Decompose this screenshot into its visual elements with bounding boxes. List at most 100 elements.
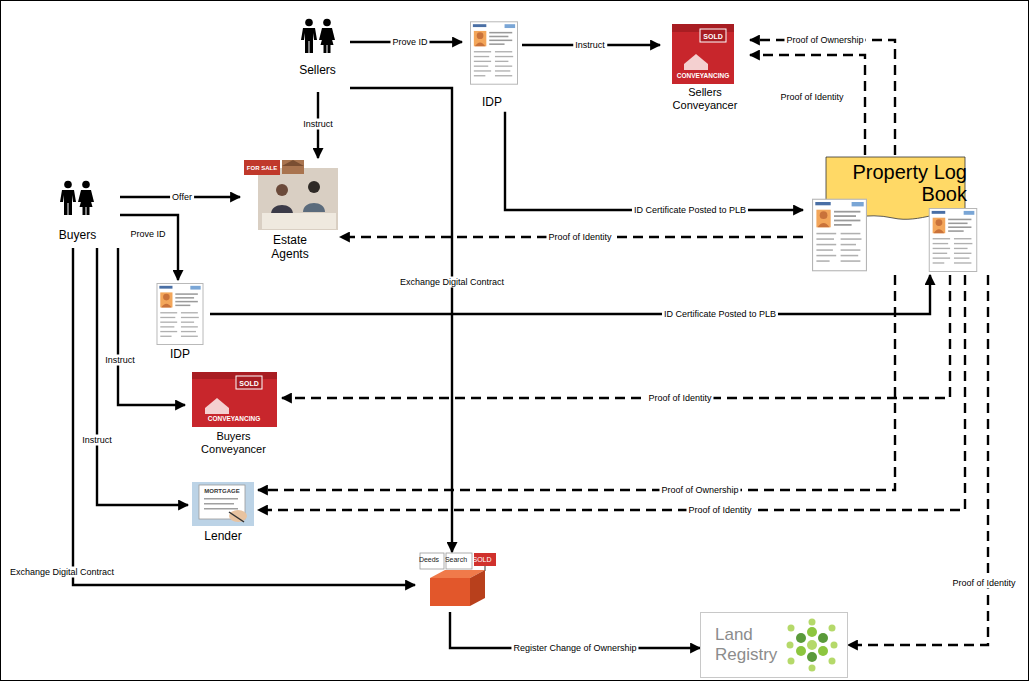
connector-label: Instruct [573,40,607,51]
house-deeds-icon [470,570,485,606]
land-registry-logo [796,646,806,656]
estate-agent-picture [244,160,280,175]
flow-arrow [118,248,185,405]
sign-text: FOR SALE [247,165,277,171]
connector-label: ID Certificate Posted to PLB [632,205,748,216]
connector-label: Proof of Ownership [659,485,740,496]
picture-text: CONVEYANCING [208,416,261,423]
node-label: Sellers [299,64,336,78]
conveyancing-picture [205,398,229,414]
node-label: Lender [204,530,241,544]
property-log-book-shape [929,208,977,271]
proof-arrow [282,275,950,398]
conveyancing-picture [684,54,708,70]
land-registry-logo [807,627,817,637]
mortgage-picture [229,512,244,522]
conveyancing-picture [236,376,262,389]
people-icon [60,181,94,215]
flow-arrow [450,612,700,648]
estate-agent-picture [282,160,304,174]
icon-caption: Search [443,556,469,564]
flow-arrow [120,196,240,198]
connector-label: Instruct [103,355,137,366]
land-registry-logo [796,633,806,643]
land-registry-logo [818,646,828,656]
connector-label: Proof of Identity [686,505,753,516]
land-registry-logo [787,642,794,649]
flow-arrow [522,44,660,46]
contract-house: DeedsSearchSOLD [415,552,501,612]
estate-agent-picture [276,184,288,196]
flow-arrow [73,248,415,585]
node-label: Buyers [59,229,96,243]
connector-label: Proof of Identity [778,92,845,103]
flow-arrow [350,88,452,552]
property-log-book-shape [813,157,977,272]
mortgage-picture [204,498,238,500]
icon-caption: Deeds [417,556,441,564]
idp-certificate: IDP [150,280,210,368]
property-log-book: Property Log Book [803,155,1002,275]
flow-arrow [317,92,319,158]
idp-certificate: IDP [462,18,522,112]
node-label: Buyers Conveyancer [199,430,269,455]
connector-label: Register Change of Ownership [511,643,638,654]
proof-arrow [258,275,965,510]
connector-label: Instruct [80,435,114,446]
connector-label: Exchange Digital Contract [8,567,116,578]
connector-label: Proof of Identity [646,393,713,404]
connector-label: Prove ID [390,37,429,48]
conveyancing-picture [700,29,726,42]
land-registry-logo [829,625,836,632]
sign-text: SOLD [703,32,722,39]
mortgage-picture [204,503,234,505]
property-log-book-shape [813,199,867,271]
land-registry-logo [788,625,795,632]
land-registry-box: Land Registry [700,612,848,678]
connector-label: Instruct [301,119,335,130]
land-registry-logo [807,652,817,662]
flow-arrow [120,215,178,280]
people-icon [301,19,335,53]
estate-agent-box: Estate Agents [240,158,340,272]
house-deeds-icon [430,578,470,606]
land-registry-logo [788,658,795,665]
conveyancing-picture [192,372,277,427]
estate-agent-picture [244,160,338,230]
node-label: Estate Agents [264,234,316,262]
estate-agent-picture [271,205,293,214]
conveyancing-picture [192,372,277,379]
picture-text: MORTGAGE [204,488,239,494]
id-document [470,22,517,84]
estate-agent-picture [258,168,338,230]
connector-label: ID Certificate Posted to PLB [662,309,778,320]
flow-arrow [350,41,462,43]
estate-agent-picture [282,160,304,166]
flow-arrow [97,248,188,505]
flow-arrow [505,112,803,210]
sellers-actor: Sellers [285,18,350,92]
estate-agent-picture [303,203,325,212]
id-document [157,22,518,345]
node-label: Sellers Conveyancer [670,86,740,111]
land-registry-logo [809,619,816,626]
estate-agent-picture [262,213,336,229]
land-registry-logo [818,633,828,643]
node-label: IDP [170,348,190,362]
connector-label: Proof of Ownership [784,35,865,46]
estate-agent-picture [308,181,320,193]
mortgage-picture [229,510,247,522]
connector-label: Offer [170,192,194,203]
connector-label: Exchange Digital Contract [398,277,506,288]
proof-arrow [340,236,803,238]
icon-caption: SOLD [471,556,493,564]
mortgage-picture [204,508,238,510]
connector-label: Proof of Identity [950,578,1017,589]
node-label: Property Log Book [824,161,967,205]
node-label: Land Registry [715,625,790,664]
land-registry-logo [831,642,838,649]
